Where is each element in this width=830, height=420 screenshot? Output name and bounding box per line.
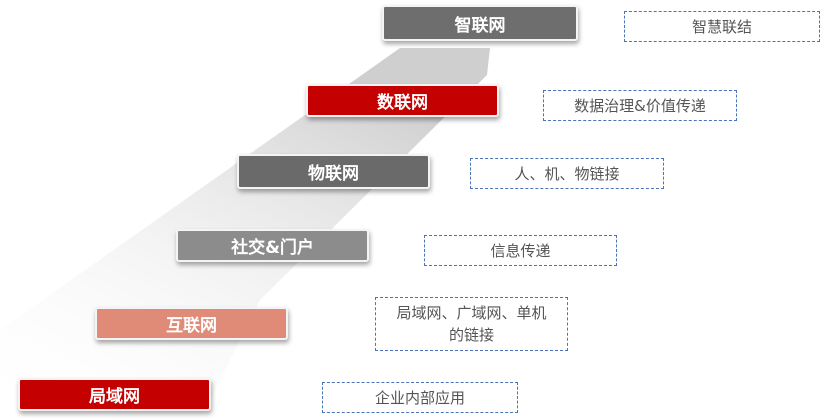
stage-description: 智慧联结	[624, 11, 820, 42]
stage-wulianwang: 物联网	[237, 154, 430, 189]
stage-description: 企业内部应用	[322, 382, 518, 413]
stage-label: 物联网	[308, 164, 359, 184]
stage-description: 数据治理&价值传递	[543, 90, 737, 121]
stage-label: 智联网	[454, 15, 506, 36]
stage-shulianwang: 数联网	[306, 84, 499, 117]
stage-description: 人、机、物链接	[470, 158, 664, 189]
stage-label: 数联网	[377, 93, 428, 113]
stage-label: 社交&门户	[231, 238, 314, 258]
stage-hulianwang: 互联网	[95, 307, 288, 340]
stage-description: 局域网、广域网、单机的链接	[375, 297, 568, 351]
stage-description: 信息传递	[424, 235, 617, 266]
stage-label: 互联网	[166, 316, 217, 336]
description-text: 企业内部应用	[374, 388, 465, 407]
description-text: 局域网、广域网、单机的链接	[396, 304, 547, 344]
stage-juyuwang: 局域网	[18, 378, 211, 411]
description-text: 人、机、物链接	[514, 164, 620, 183]
stage-social-portal: 社交&门户	[176, 229, 369, 262]
stage-zhilianwang: 智联网	[382, 5, 578, 41]
description-text: 数据治理&价值传递	[574, 96, 706, 115]
stage-label: 局域网	[89, 387, 140, 407]
description-text: 智慧联结	[691, 17, 752, 36]
description-text: 信息传递	[490, 241, 551, 260]
